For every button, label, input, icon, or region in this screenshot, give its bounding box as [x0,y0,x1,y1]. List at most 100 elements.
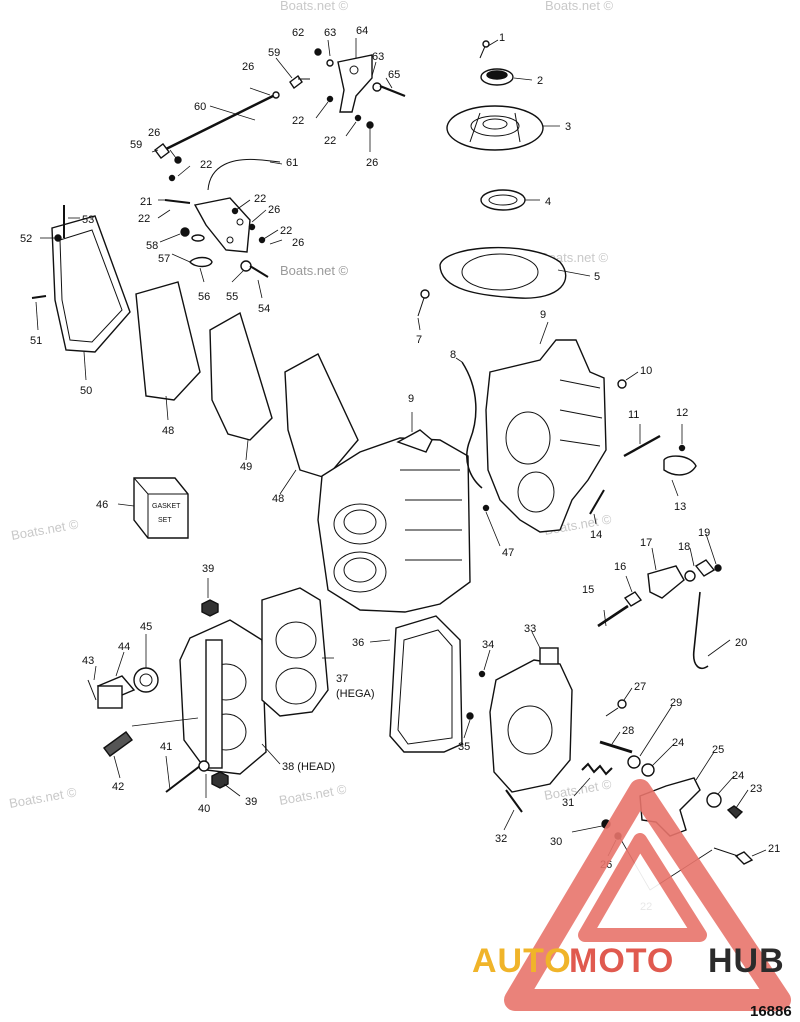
drawing-number: 16886 [750,1003,792,1020]
callout-26: 26 [292,237,304,249]
callout-15: 15 [582,584,594,596]
automotohub-logo: AUTO MOTO HUB [472,779,791,1011]
gasket-set-box: GASKET SET [133,477,189,539]
callout-45: 45 [140,621,152,633]
callout-50: 50 [80,385,92,397]
callout-33: 33 [524,623,536,635]
callout-52: 52 [20,233,32,245]
logo-text-hub: HUB [708,942,785,980]
callout-44: 44 [118,641,130,653]
callout-63: 63 [324,27,336,39]
callout-4: 4 [545,196,551,208]
callout-14: 14 [590,529,602,541]
callout-17: 17 [640,537,652,549]
callout-55: 55 [226,291,238,303]
leader-lines [35,38,767,891]
callout-22: 22 [138,213,150,225]
callout-7: 7 [416,334,422,346]
callout-39: 39 [202,563,214,575]
callout-39: 39 [245,796,257,808]
callout-32: 32 [495,833,507,845]
callout-56: 56 [198,291,210,303]
callout-59: 59 [130,139,142,151]
svg-text:GASKET: GASKET [152,503,181,510]
callout-22: 22 [200,159,212,171]
callout-41: 41 [160,741,172,753]
callout-35: 35 [458,741,470,753]
throttle-linkage [154,48,406,278]
callout-5: 5 [594,271,600,283]
callout-9: 9 [408,393,414,405]
callout-19: 19 [698,527,710,539]
callout-31: 31 [562,797,574,809]
callout-49: 49 [240,461,252,473]
callout-25: 25 [712,744,724,756]
callout-65: 65 [388,69,400,81]
callout-22: 22 [324,135,336,147]
callout-48: 48 [162,425,174,437]
callout-38: 38 (HEAD) [282,761,335,773]
callout-54: 54 [258,303,270,315]
callout-37-note: (HEGA) [336,688,375,700]
callout-2: 2 [537,75,543,87]
callout-20: 20 [735,637,747,649]
callout-1: 1 [499,32,505,44]
callout-47: 47 [502,547,514,559]
callout-42: 42 [112,781,124,793]
callout-23: 23 [750,783,762,795]
callout-18: 18 [678,541,690,553]
callout-61: 61 [286,157,298,169]
watermark: Boats.net © [8,784,78,811]
callout-28: 28 [622,725,634,737]
logo-text-auto: AUTO [472,942,572,980]
svg-text:SET: SET [158,517,172,524]
callout-12: 12 [676,407,688,419]
callout-40: 40 [198,803,210,815]
callout-22: 22 [254,193,266,205]
callout-3: 3 [565,121,571,133]
callout-63: 63 [372,51,384,63]
right-linkage [597,559,722,670]
callout-36: 36 [352,637,364,649]
callout-57: 57 [158,253,170,265]
callout-26: 26 [366,157,378,169]
callout-58: 58 [146,240,158,252]
callout-16: 16 [614,561,626,573]
watermark: Boats.net © [545,0,614,13]
callout-24: 24 [672,737,684,749]
callout-53: 53 [82,214,94,226]
cylinder-block [317,339,697,613]
callout-43: 43 [82,655,94,667]
callout-26: 26 [268,204,280,216]
logo-text-moto: MOTO [569,942,674,980]
callout-9: 9 [540,309,546,321]
callout-64: 64 [356,25,368,37]
callout-labels: 1 2 3 4 5 7 8 9 9 10 11 12 13 14 15 16 1… [20,25,780,913]
callout-51: 51 [30,335,42,347]
watermark: Boats.net © [280,263,349,278]
watermark: Boats.net © [10,516,80,543]
callout-34: 34 [482,639,494,651]
callout-60: 60 [194,101,206,113]
callout-26: 26 [148,127,160,139]
watermark: Boats.net © [278,781,348,808]
callout-30: 30 [550,836,562,848]
callout-27: 27 [634,681,646,693]
watermark: Boats.net © [280,0,349,13]
callout-29: 29 [670,697,682,709]
callout-21: 21 [768,843,780,855]
callout-59: 59 [268,47,280,59]
callout-48: 48 [272,493,284,505]
callout-62: 62 [292,27,304,39]
callout-10: 10 [640,365,652,377]
callout-22: 22 [280,225,292,237]
callout-22: 22 [292,115,304,127]
cylinder-head [87,587,329,793]
callout-24: 24 [732,770,744,782]
callout-21: 21 [140,196,152,208]
exhaust-cover [389,615,754,865]
callout-26: 26 [242,61,254,73]
transfer-port-covers: GASKET SET [31,205,359,539]
callout-8: 8 [450,349,456,361]
